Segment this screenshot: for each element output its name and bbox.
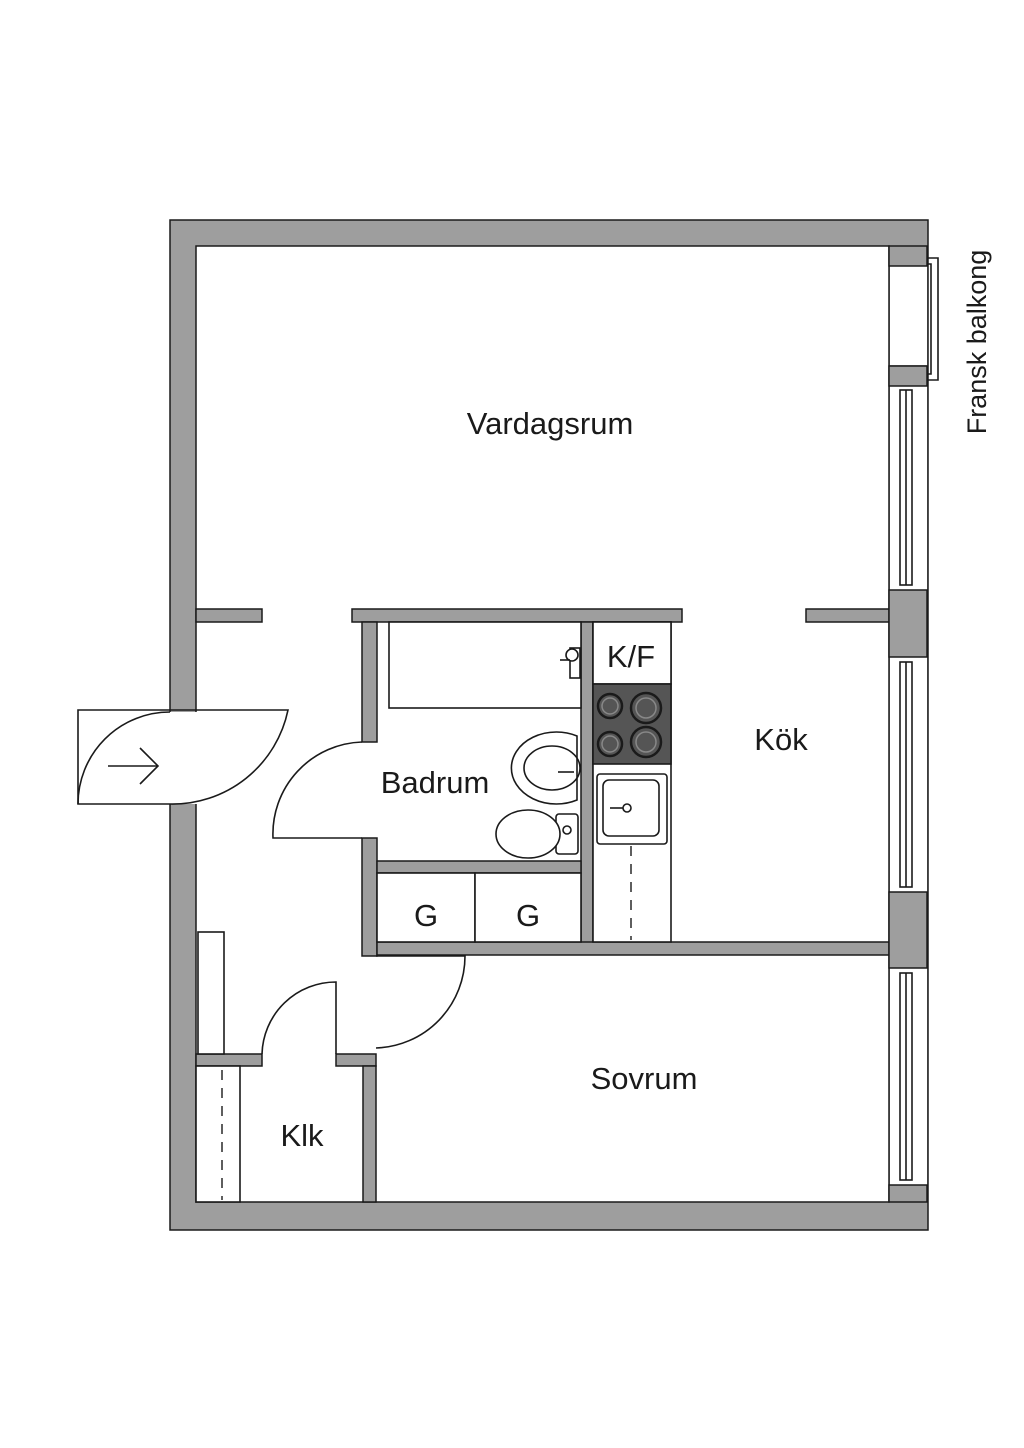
wardrobe-1 bbox=[376, 872, 476, 943]
wall-pier-1 bbox=[888, 589, 928, 658]
stove-icon bbox=[592, 683, 672, 765]
wardrobe-2 bbox=[474, 872, 582, 943]
annotation-balcony: Fransk balkong bbox=[962, 250, 992, 435]
wall-closet-top-right bbox=[335, 1053, 377, 1067]
room-label-klk: Klk bbox=[280, 1118, 324, 1153]
room-label-badrum: Badrum bbox=[381, 765, 490, 800]
window-opening-living bbox=[890, 385, 927, 590]
room-label-vardagsrum: Vardagsrum bbox=[467, 406, 634, 441]
wall-bath-left-upper bbox=[361, 621, 378, 743]
wall-bedroom-top bbox=[376, 941, 890, 956]
sink-icon bbox=[596, 773, 668, 845]
wall-pier-2 bbox=[888, 891, 928, 969]
hall-shelf bbox=[197, 931, 225, 1055]
bedroom-door bbox=[375, 955, 466, 1049]
window-opening-kitchen bbox=[890, 657, 927, 892]
closet-door bbox=[261, 981, 337, 1055]
entrance-door-outer-leaf bbox=[77, 709, 170, 805]
entrance-arrow-icon bbox=[108, 747, 160, 785]
wall-kitchen-stub bbox=[805, 608, 890, 623]
wall-closet-top-left bbox=[195, 1053, 263, 1067]
fridge bbox=[592, 621, 672, 685]
shower-icon bbox=[560, 647, 581, 679]
entrance-door-inner bbox=[169, 709, 289, 805]
bathroom-fixtures bbox=[388, 621, 582, 859]
washbasin-icon bbox=[510, 731, 581, 805]
wall-bath-bottom bbox=[376, 860, 582, 874]
balcony-jamb-bottom bbox=[888, 365, 928, 387]
shower-area bbox=[388, 621, 582, 709]
wall-pier-3 bbox=[888, 1184, 928, 1203]
entrance-opening bbox=[169, 712, 197, 804]
wall-bath-left-lower bbox=[361, 837, 378, 957]
toilet-icon bbox=[495, 809, 579, 859]
wardrobes bbox=[376, 872, 582, 943]
outer-walls bbox=[169, 219, 929, 1231]
wall-closet-right bbox=[362, 1065, 377, 1203]
closet-shelf bbox=[195, 1065, 241, 1203]
fixture-label-wardrobe-2: G bbox=[516, 898, 540, 933]
kitchen-counter bbox=[592, 621, 672, 943]
fixture-label-wardrobe-1: G bbox=[414, 898, 438, 933]
bathroom-door bbox=[272, 741, 363, 839]
window-opening-bedroom bbox=[890, 968, 927, 1185]
room-label-kok: Kök bbox=[754, 722, 808, 757]
doors bbox=[77, 709, 466, 1055]
fixture-label-fridge: K/F bbox=[607, 639, 655, 674]
wall-hall-stub bbox=[195, 608, 263, 623]
wall-bath-right bbox=[580, 621, 594, 955]
windows bbox=[899, 389, 913, 1181]
wall-bath-top bbox=[351, 608, 683, 623]
french-balcony bbox=[888, 245, 939, 387]
entrance-door-swing bbox=[77, 711, 171, 805]
balcony-jamb-top bbox=[888, 245, 928, 267]
room-label-sovrum: Sovrum bbox=[591, 1061, 698, 1096]
balcony-door-opening bbox=[890, 265, 927, 365]
